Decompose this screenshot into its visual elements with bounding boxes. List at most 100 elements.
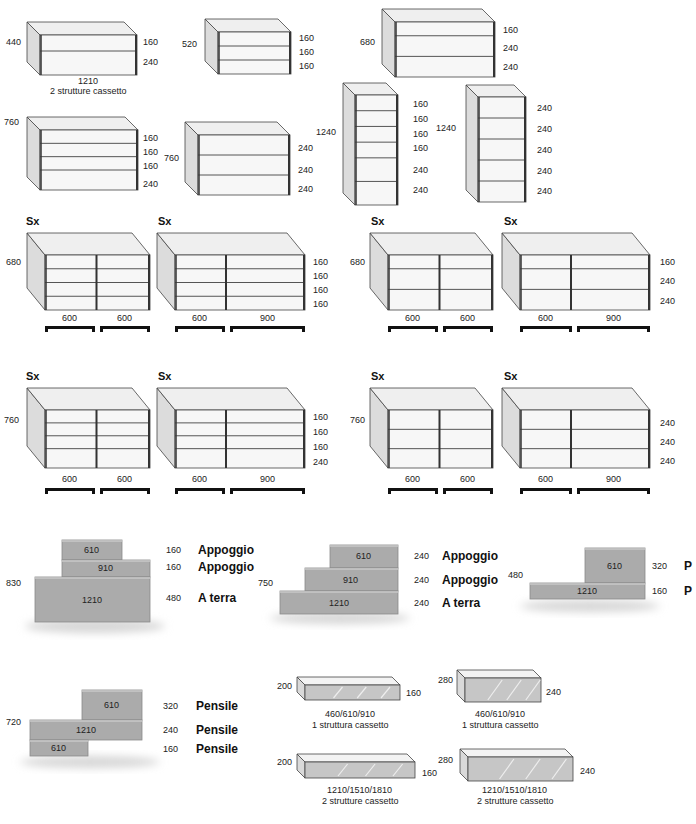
base-foot — [92, 326, 95, 332]
drawer-line — [355, 110, 398, 111]
cabinet-top — [157, 388, 305, 410]
drawer-line — [395, 56, 495, 57]
glass-reflection — [381, 687, 390, 698]
dimension-label: 1210 — [577, 587, 597, 596]
dimension-label: 600 — [460, 314, 475, 323]
drawer-handle — [45, 255, 47, 310]
dimension-label: 760 — [164, 154, 179, 163]
drawer-line — [355, 181, 398, 182]
dimension-label: 760 — [4, 416, 19, 425]
cabinet — [27, 22, 137, 75]
drawer-line — [40, 143, 138, 144]
dimension-label: 680 — [6, 258, 21, 267]
dimension-label: 600 — [62, 314, 77, 323]
dimension-label: 1210 — [82, 596, 102, 605]
cabinet-top — [185, 122, 290, 135]
drawer-line — [198, 155, 290, 156]
position-label: Appoggio — [442, 550, 498, 562]
side-label: Sx — [158, 371, 171, 382]
base-foot — [302, 488, 305, 494]
base-foot — [230, 326, 233, 332]
drawer-line — [218, 60, 291, 61]
dimension-label: 240 — [413, 166, 428, 175]
dimension-label: 160 — [166, 563, 181, 572]
dimension-label: 900 — [260, 475, 275, 484]
grey-unit — [280, 591, 398, 614]
drawer-line — [520, 268, 650, 269]
cabinet — [466, 85, 526, 202]
dimension-label: 460/610/910 — [325, 710, 375, 719]
cabinet-front — [355, 95, 398, 205]
base-bar — [388, 488, 438, 491]
cabinet-front — [40, 130, 138, 190]
dimension-label: 160 — [413, 130, 428, 139]
drawer-handle — [225, 255, 227, 310]
dimension-label: 600 — [192, 475, 207, 484]
drawer-top — [297, 754, 415, 762]
dimension-label: 600 — [460, 475, 475, 484]
grey-unit — [30, 740, 88, 756]
cabinet-top — [382, 9, 495, 22]
base-foot — [647, 326, 650, 332]
dimension-label: 610 — [84, 546, 99, 555]
drawer-line — [395, 35, 495, 36]
dimension-label: 240 — [660, 457, 675, 466]
grey-unit-edge — [62, 540, 122, 542]
side-label: Sx — [158, 216, 171, 227]
dimension-label: 760 — [350, 416, 365, 425]
dimension-label: 160 — [413, 100, 428, 109]
shadow — [20, 756, 160, 768]
dimension-label: 240 — [413, 186, 428, 195]
base-bar — [443, 326, 493, 329]
grey-unit-edge — [35, 577, 150, 579]
dimension-label: 1240 — [316, 128, 336, 137]
dimension-label: 750 — [258, 579, 273, 588]
base-foot — [520, 488, 523, 494]
dimension-label: 240 — [660, 277, 675, 286]
cabinet-top — [370, 388, 493, 410]
dimension-label: 900 — [260, 314, 275, 323]
glass-drawer — [297, 677, 400, 700]
dimension-label: 1210 — [76, 726, 96, 735]
grey-unit — [82, 690, 142, 720]
drawer-handle — [45, 410, 47, 468]
dimension-label: 2 strutture cassetto — [50, 87, 127, 96]
dimension-label: 200 — [277, 758, 292, 767]
drawer-handle — [355, 95, 357, 205]
base-foot — [147, 326, 150, 332]
dimension-label: 1 struttura cassetto — [462, 721, 539, 730]
dimension-label: 600 — [117, 475, 132, 484]
cabinet — [27, 117, 138, 190]
base-foot — [435, 488, 438, 494]
dimension-label: 1210/1510/1810 — [327, 786, 392, 795]
grey-unit-edge — [280, 591, 398, 593]
dimension-label: 240 — [503, 44, 518, 53]
grey-unit-edge — [330, 545, 398, 547]
base-foot — [175, 326, 178, 332]
side-label: Sx — [504, 371, 517, 382]
base-bar — [175, 488, 225, 491]
glass-reflection — [393, 764, 403, 776]
drawer-line — [218, 46, 291, 47]
glass-reflection — [366, 764, 376, 776]
dimension-label: 1 struttura cassetto — [312, 721, 389, 730]
dimension-label: 830 — [6, 579, 21, 588]
cabinet-top — [27, 233, 150, 255]
base-foot — [302, 326, 305, 332]
drawer-handle — [648, 255, 650, 310]
base-foot — [443, 326, 446, 332]
dimension-label: 600 — [405, 314, 420, 323]
dimension-label: 240 — [537, 104, 552, 113]
grey-unit-edge — [30, 740, 88, 742]
drawer-handle — [570, 255, 572, 310]
dimension-label: 240 — [298, 185, 313, 194]
grey-unit — [305, 568, 398, 591]
dimension-label: 240 — [414, 576, 429, 585]
base-foot — [222, 488, 225, 494]
dimension-label: 160 — [313, 300, 328, 309]
position-label: P — [684, 585, 692, 597]
drawer-handle — [524, 97, 526, 202]
drawer-handle — [288, 135, 290, 195]
drawer-handle — [40, 35, 42, 75]
glass-reflection — [507, 680, 521, 700]
